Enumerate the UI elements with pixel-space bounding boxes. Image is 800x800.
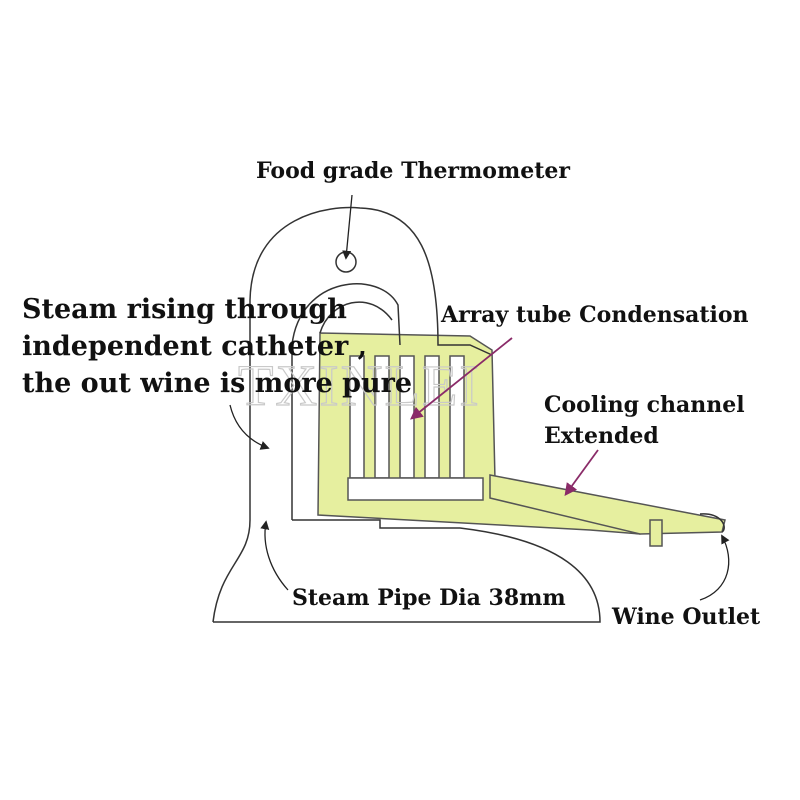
label-cooling-line-2: Extended xyxy=(544,423,659,449)
outer-shell xyxy=(212,206,493,623)
label-steam-line-2: independent catheter , xyxy=(22,331,367,362)
label-steam-pipe: Steam Pipe Dia 38mm xyxy=(292,585,566,611)
cooling-channel-arrow xyxy=(564,449,599,497)
pot-outline xyxy=(212,206,725,623)
cooling-channel-strip xyxy=(489,474,726,535)
labels: Food grade Thermometer Steam rising thro… xyxy=(22,158,761,630)
steam-pipe-arrow xyxy=(260,520,289,591)
outlet-tube-end xyxy=(699,513,725,533)
steam-pipe-inner xyxy=(291,283,401,520)
label-wine-outlet: Wine Outlet xyxy=(611,604,761,630)
outlet-stub xyxy=(649,519,663,547)
label-steam-line-1: Steam rising through xyxy=(22,294,347,325)
label-cooling-line-1: Cooling channel xyxy=(544,392,745,418)
array-tube-arrow xyxy=(410,337,513,420)
wine-outlet-arrow xyxy=(699,534,730,601)
base-outline xyxy=(213,519,601,623)
arrows xyxy=(229,194,730,601)
label-array-tube: Array tube Condensation xyxy=(440,302,749,328)
array-tubes xyxy=(347,355,484,501)
steam-rising-arrow xyxy=(229,404,270,450)
watermark: TXINLEI xyxy=(238,353,481,418)
steam-pipe-inner-edge xyxy=(319,301,393,334)
bottom-manifold xyxy=(347,477,484,501)
thermometer-arrow xyxy=(342,194,353,260)
label-thermometer: Food grade Thermometer xyxy=(256,158,570,184)
label-steam-line-3: the out wine is more pure xyxy=(22,368,412,399)
